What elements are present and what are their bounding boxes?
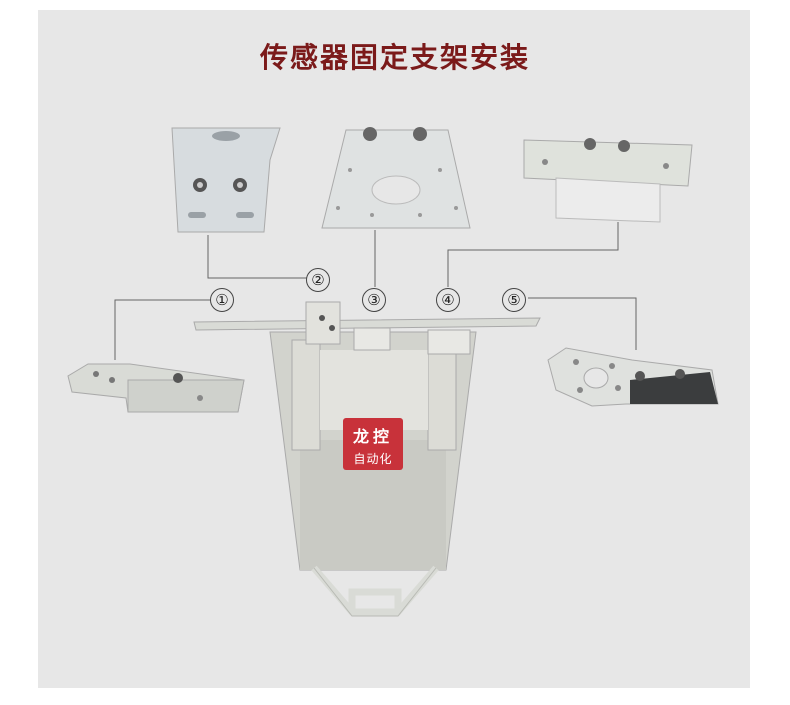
bracket-5-image	[547, 347, 719, 407]
logo-line-1: 龙控	[352, 427, 393, 446]
logo-line-2: 自动化	[353, 452, 393, 466]
callout-1: ①	[210, 288, 234, 312]
brand-logo: 龙控 自动化	[343, 418, 403, 470]
callout-2: ②	[306, 268, 330, 292]
callout-5: ⑤	[502, 288, 526, 312]
bracket-4-image	[523, 138, 693, 223]
callout-4: ④	[436, 288, 460, 312]
page-title: 传感器固定支架安装	[259, 41, 530, 74]
bracket-2-image	[171, 127, 281, 233]
bracket-1-image	[67, 363, 245, 413]
callout-3: ③	[362, 288, 386, 312]
plate-3-image	[321, 127, 471, 229]
